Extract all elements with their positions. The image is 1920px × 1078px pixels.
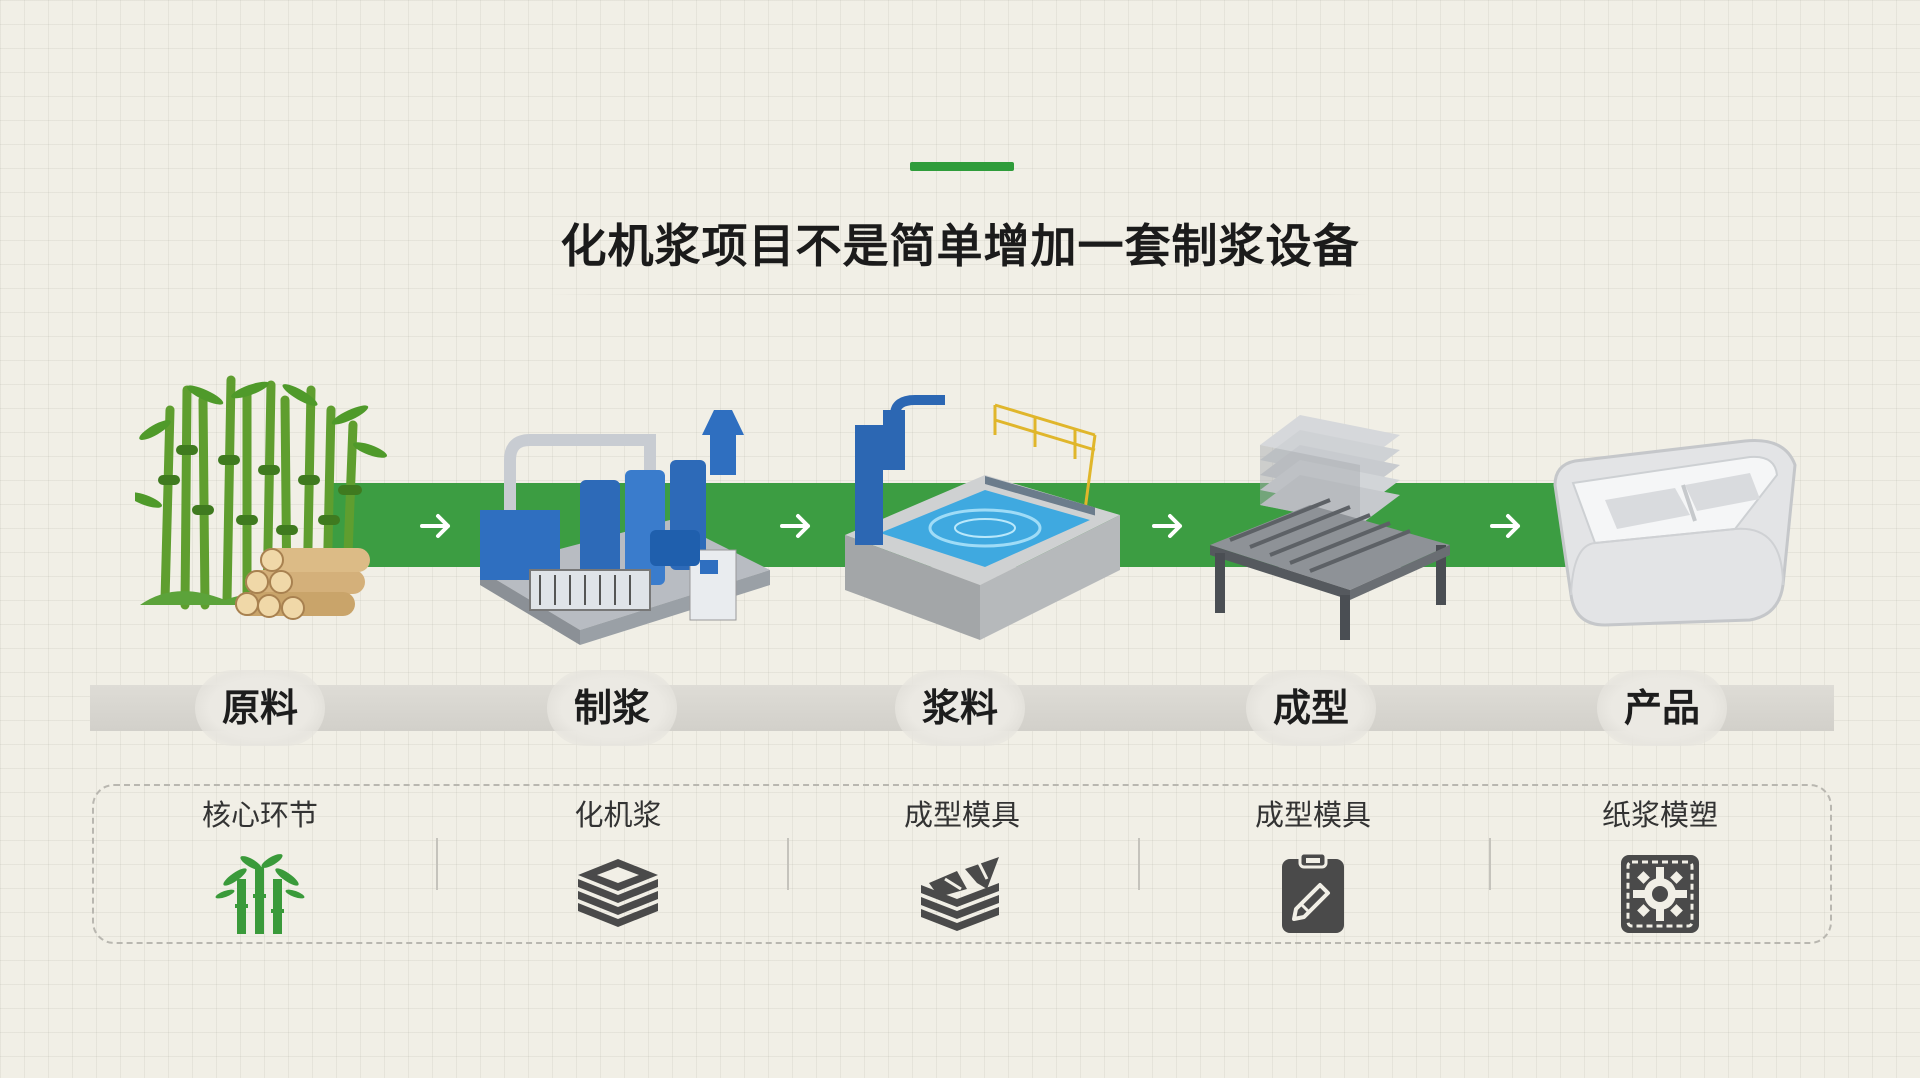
arrow-right-icon — [1486, 506, 1526, 546]
step-label-forming: 成型 — [1246, 670, 1376, 746]
bamboo-icon — [215, 849, 305, 939]
gear-pattern-icon — [1615, 849, 1705, 939]
detail-item: 核心环节 — [150, 795, 370, 939]
details-divider — [787, 838, 789, 890]
details-divider — [1138, 838, 1140, 890]
step-label-pulp: 浆料 — [895, 670, 1025, 746]
step-label-raw-material: 原料 — [195, 670, 325, 746]
arrow-right-icon — [1148, 506, 1188, 546]
bamboo-logs-image — [135, 370, 395, 640]
details-divider — [436, 838, 438, 890]
detail-text: 成型模具 — [1254, 798, 1371, 832]
step-label-pulping: 制浆 — [547, 670, 677, 746]
detail-item: 化机浆 — [508, 795, 728, 939]
forming-mold-image — [1200, 395, 1460, 645]
clipboard-check-icon — [1268, 849, 1358, 939]
detail-item: 成型模具 — [852, 795, 1072, 939]
details-divider — [1489, 838, 1491, 890]
detail-text: 成型模具 — [903, 798, 1020, 832]
detail-text: 纸浆模塑 — [1601, 798, 1718, 832]
arrow-right-icon — [776, 506, 816, 546]
detail-item: 成型模具 — [1203, 795, 1423, 939]
pulp-pool-image — [835, 395, 1125, 645]
detail-text: 化机浆 — [574, 798, 662, 832]
details-panel — [92, 784, 1832, 944]
detail-item: 纸浆模塑 — [1550, 795, 1770, 939]
step-label-product: 产品 — [1597, 670, 1727, 746]
detail-text: 核心环节 — [201, 798, 318, 832]
page-title: 化机浆项目不是简单增加一套制浆设备 — [560, 219, 1360, 273]
layers-icon — [573, 849, 663, 939]
title-accent-bar — [910, 162, 1014, 171]
title-divider — [548, 294, 1372, 295]
arrow-right-icon — [416, 506, 456, 546]
pulping-machine-image — [470, 400, 780, 650]
mold-layers-icon — [917, 849, 1007, 939]
molded-tray-image — [1545, 425, 1805, 635]
